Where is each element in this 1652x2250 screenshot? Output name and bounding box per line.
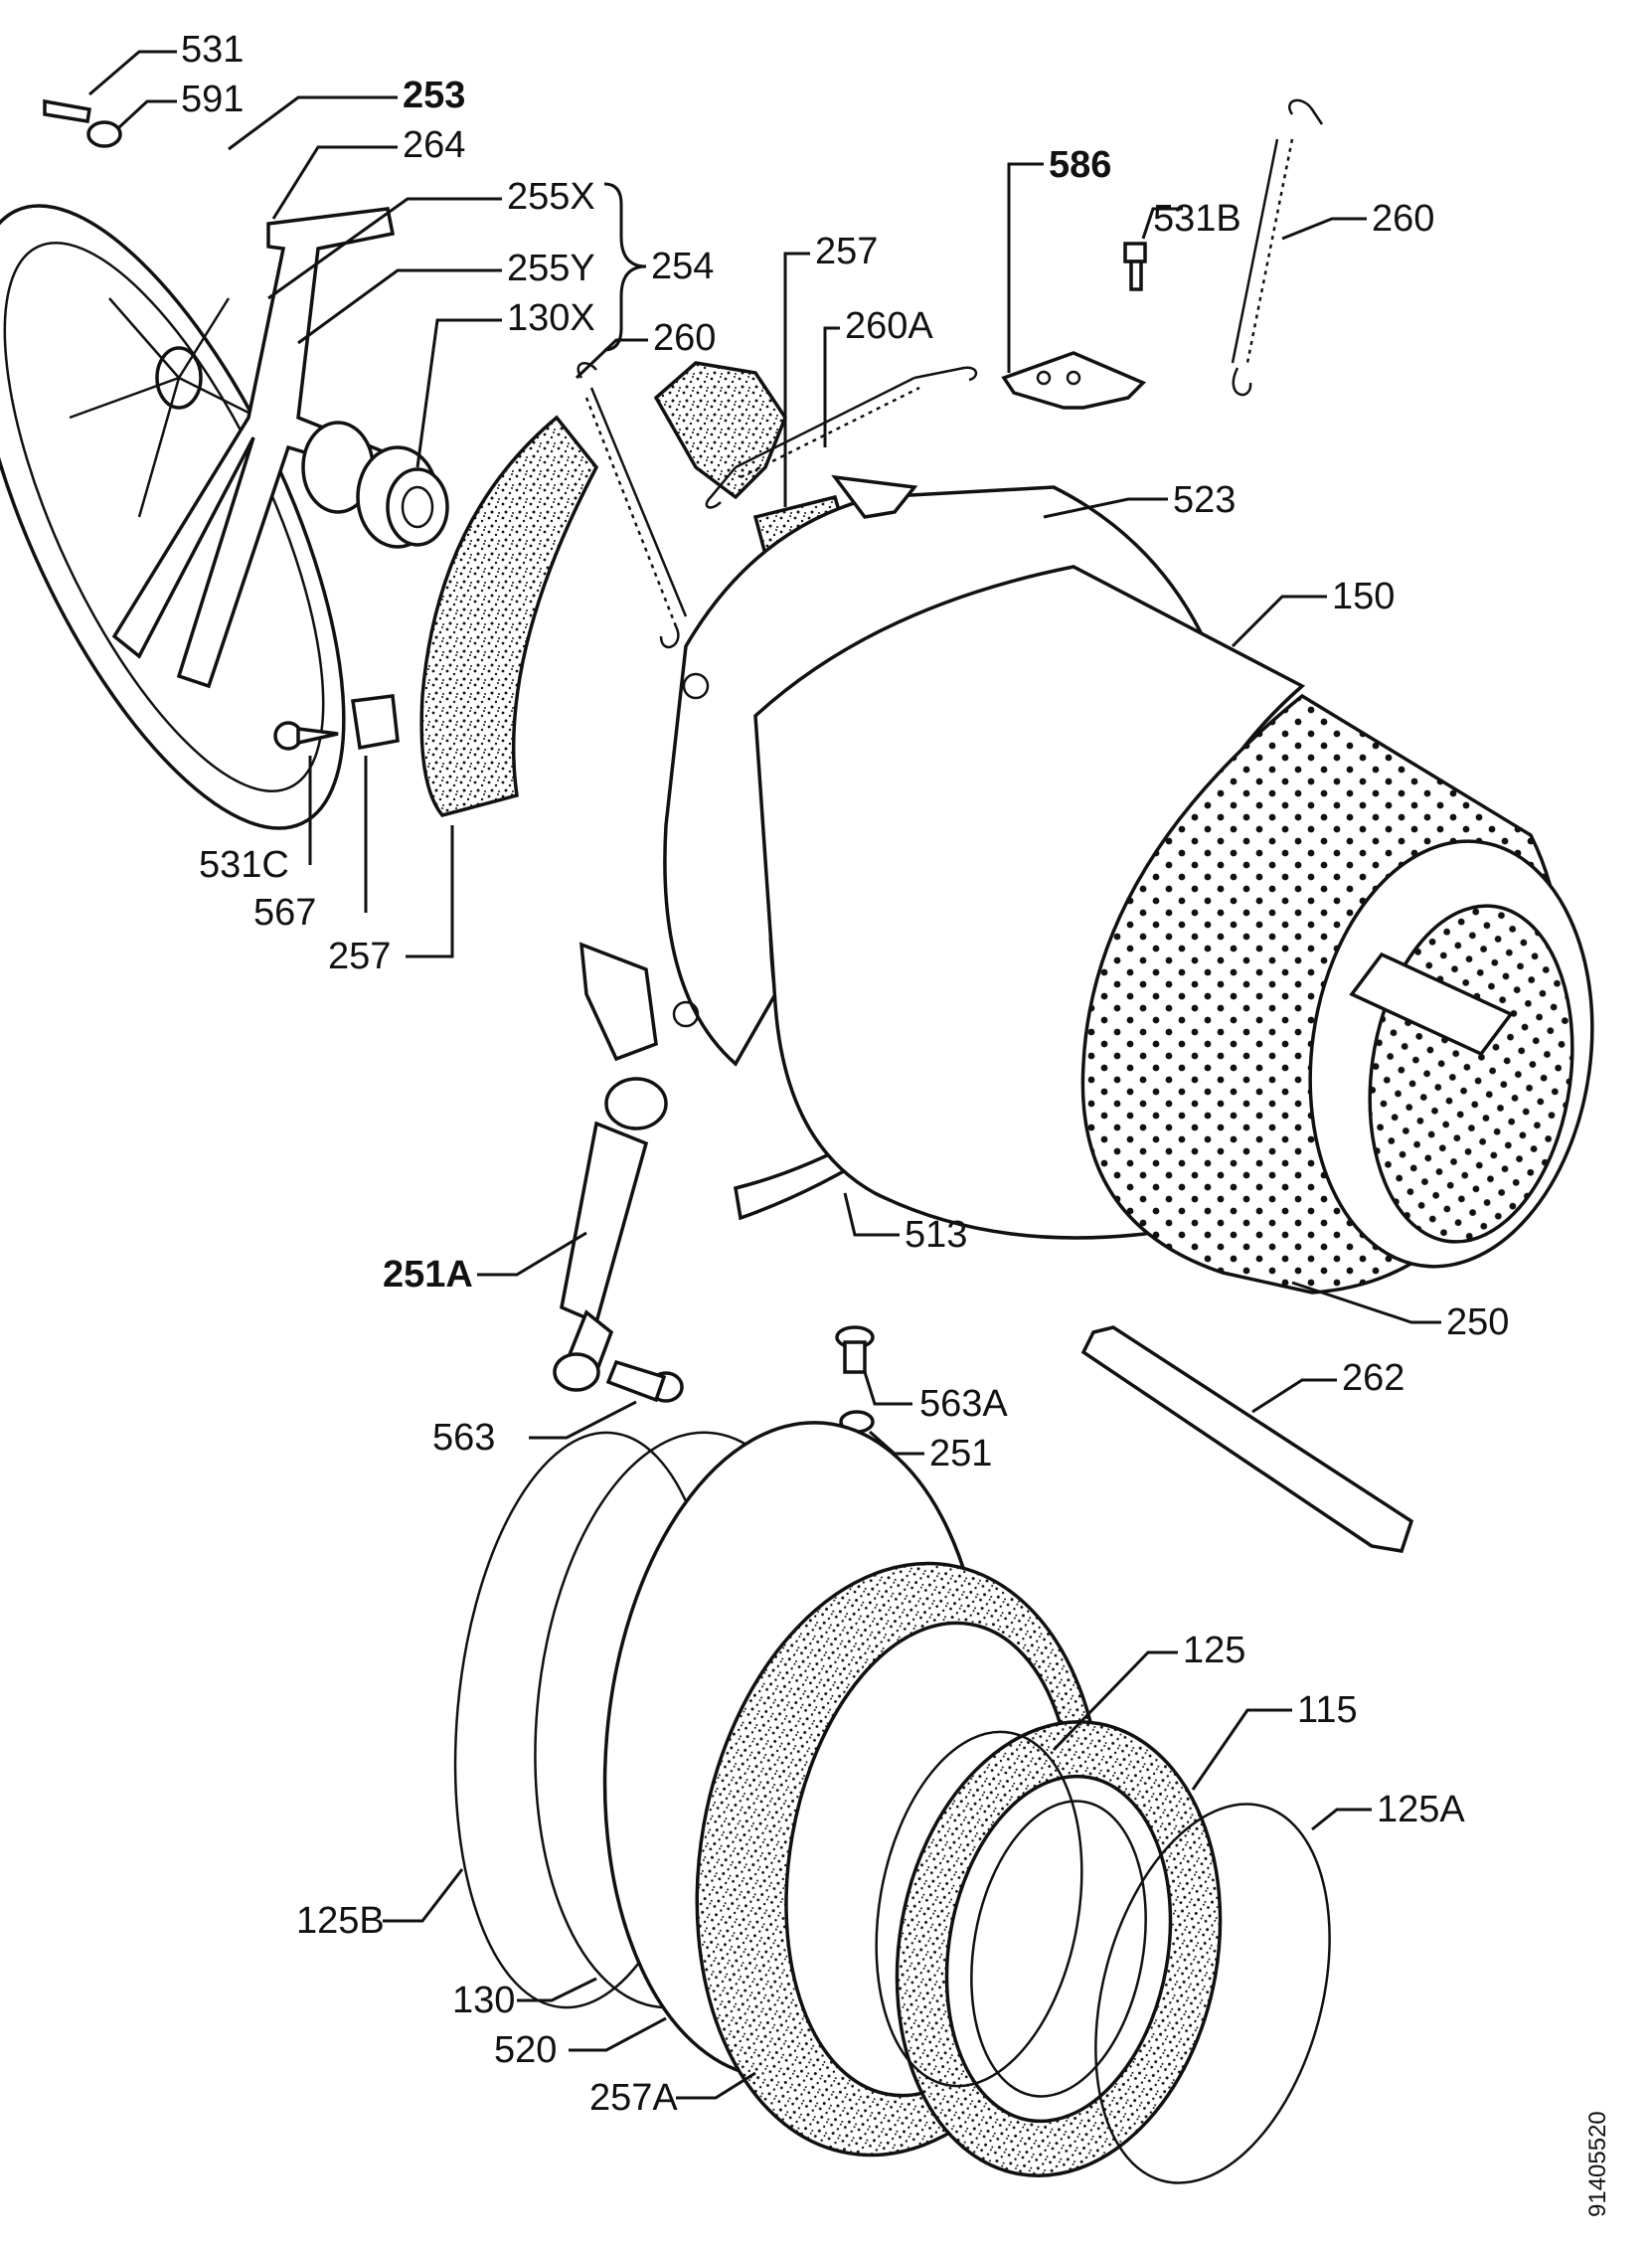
pin-563a: [835, 1325, 875, 1374]
door-seal-115: [895, 1720, 1223, 2177]
part-labels: 531 591 253 264 255X 255Y 254 130X 260 2…: [181, 29, 1611, 2217]
beam-262: [1080, 1325, 1414, 1553]
clamp-ring-125a: [1094, 1803, 1331, 2184]
label-125a: 125A: [1377, 1789, 1465, 1830]
label-513: 513: [905, 1214, 967, 1256]
label-586: 586: [1049, 144, 1111, 186]
pulley-wheel: [0, 204, 346, 830]
label-250: 250: [1446, 1301, 1509, 1343]
counterweight-top: [653, 361, 787, 500]
drum-150: [753, 565, 1594, 1295]
label-520: 520: [494, 2029, 557, 2071]
label-563a: 563A: [919, 1383, 1008, 1425]
label-262: 262: [1342, 1357, 1404, 1399]
screw-531: [43, 98, 92, 124]
label-260-right: 260: [1372, 198, 1434, 240]
label-591: 591: [181, 79, 244, 120]
counterweight-left: [419, 415, 599, 817]
bolt-563: [605, 1359, 684, 1403]
label-255x: 255X: [507, 176, 595, 218]
plate-567: [351, 694, 400, 751]
ring-125: [875, 1730, 1083, 2088]
label-523: 523: [1173, 479, 1236, 521]
label-260-center: 260: [653, 317, 716, 359]
label-563: 563: [432, 1417, 495, 1459]
drum-spider-shaft: [111, 207, 449, 689]
label-254: 254: [651, 246, 714, 287]
label-257a: 257A: [589, 2077, 678, 2119]
label-257-top: 257: [815, 231, 878, 272]
document-code: 91405520: [1584, 2111, 1611, 2217]
label-130x: 130X: [507, 297, 595, 339]
shock-absorber-251a: [553, 1077, 668, 1392]
label-115: 115: [1297, 1689, 1358, 1731]
screw-531b: [1123, 242, 1147, 291]
label-531b: 531B: [1153, 198, 1241, 240]
label-255y: 255Y: [507, 248, 595, 289]
label-531c: 531C: [199, 844, 289, 886]
label-251a: 251A: [383, 1254, 473, 1296]
leader-lines: [88, 50, 1441, 2100]
screw-531c: [273, 721, 339, 751]
label-264: 264: [403, 124, 465, 166]
label-251: 251: [929, 1433, 992, 1474]
label-257-left: 257: [328, 936, 391, 977]
label-260a: 260A: [845, 305, 933, 347]
label-531: 531: [181, 29, 244, 71]
bracket-586: [1001, 351, 1147, 410]
label-253: 253: [403, 75, 465, 116]
spring-right: [1231, 98, 1324, 397]
washer-591: [86, 120, 122, 148]
label-567: 567: [253, 892, 316, 934]
label-150: 150: [1332, 576, 1395, 617]
label-125b: 125B: [296, 1900, 385, 1942]
label-125: 125: [1183, 1630, 1245, 1671]
label-130: 130: [452, 1980, 515, 2021]
